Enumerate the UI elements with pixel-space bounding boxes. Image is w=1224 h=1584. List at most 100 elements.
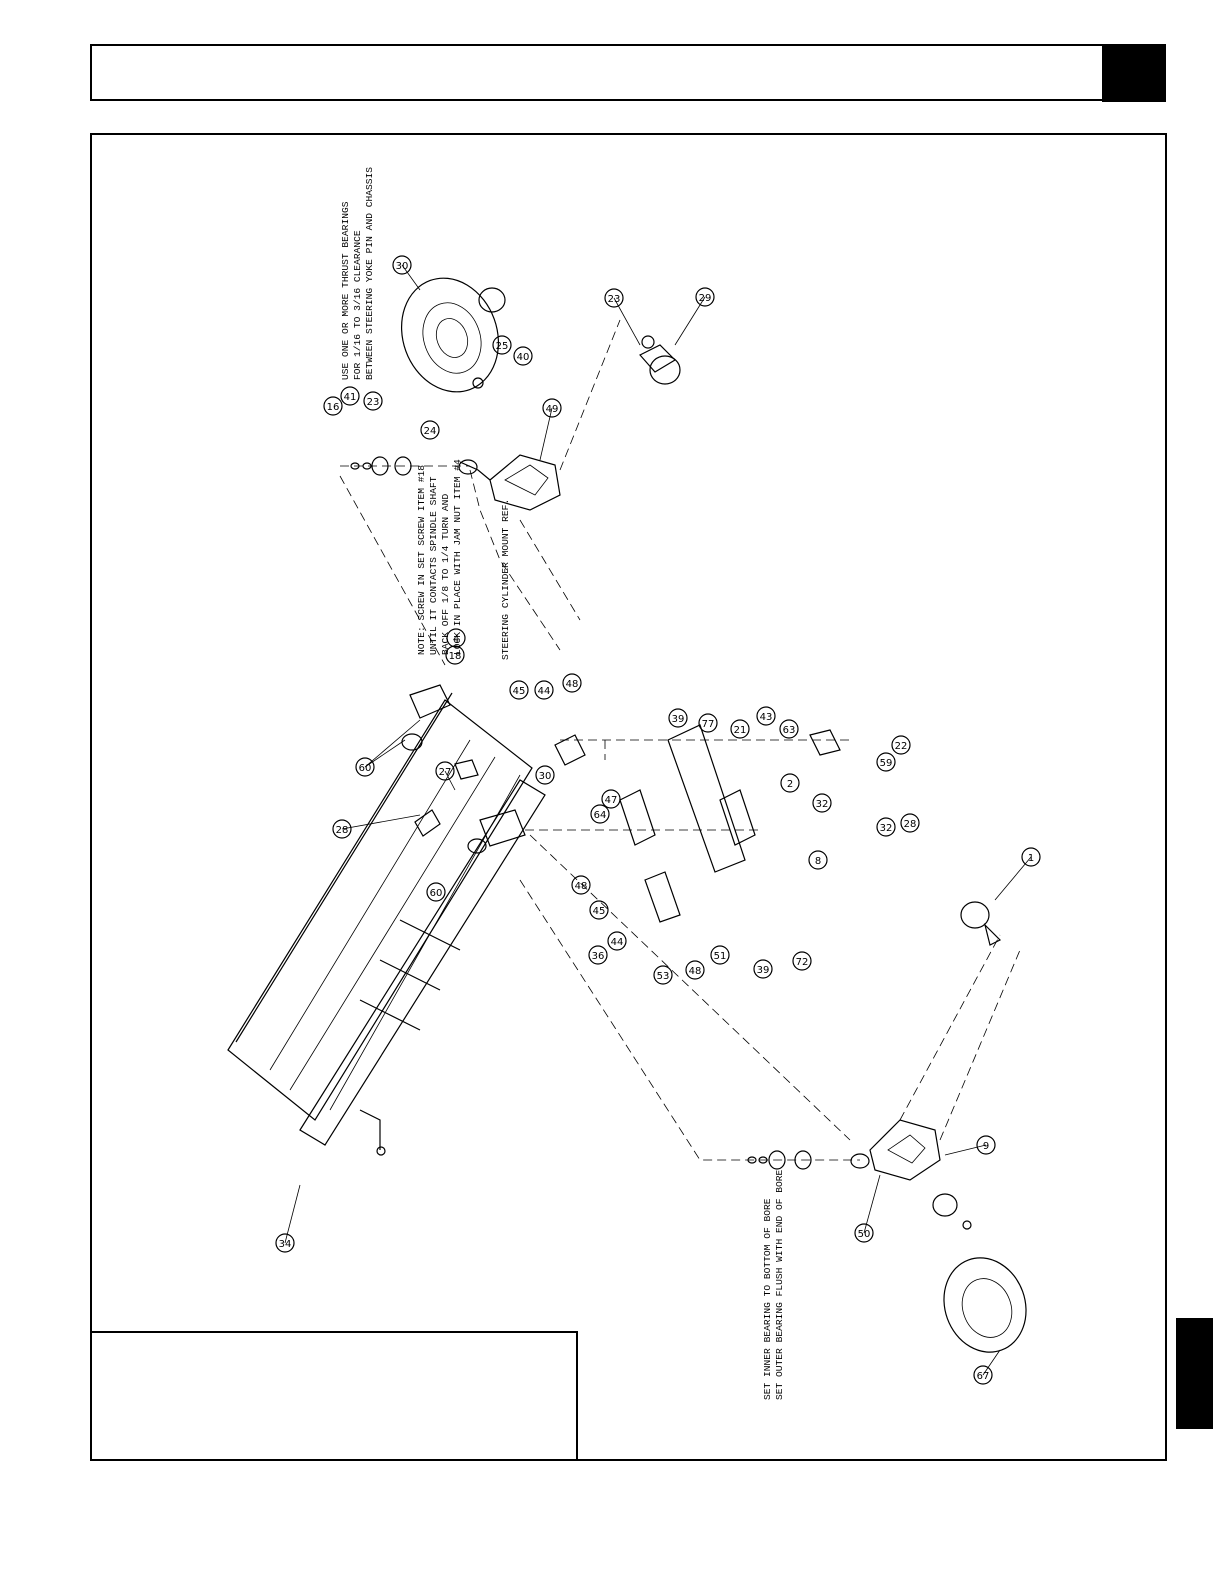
svg-text:36: 36: [592, 951, 605, 962]
svg-text:16: 16: [327, 402, 340, 413]
svg-text:29: 29: [699, 293, 712, 304]
callout-21: 21: [730, 719, 750, 739]
callout-4: 4: [446, 628, 466, 648]
svg-text:60: 60: [359, 763, 372, 774]
callout-48c: 48: [685, 960, 705, 980]
svg-text:USE ONE OR MORE THRUST BEARING: USE ONE OR MORE THRUST BEARINGS: [340, 201, 351, 380]
svg-text:60: 60: [430, 888, 443, 899]
svg-text:53: 53: [657, 971, 670, 982]
svg-text:21: 21: [734, 725, 747, 736]
svg-text:18: 18: [449, 651, 462, 662]
svg-text:BETWEEN STEERING YOKE PIN AND: BETWEEN STEERING YOKE PIN AND CHASSIS: [364, 167, 375, 380]
callout-32b: 32: [876, 817, 896, 837]
svg-text:48: 48: [575, 881, 588, 892]
side-tab: [1176, 1318, 1213, 1429]
callout-balloons: 30 16 41 23 24 25 40 49 23 29 18 4 45 44…: [275, 255, 1041, 1385]
callout-8: 8: [808, 850, 828, 870]
svg-text:45: 45: [593, 906, 606, 917]
callout-39: 39: [668, 708, 688, 728]
svg-text:27: 27: [439, 767, 452, 778]
callout-48b: 48: [571, 875, 591, 895]
callout-32: 32: [812, 793, 832, 813]
callout-28b: 28: [900, 813, 920, 833]
callout-40: 40: [513, 346, 533, 366]
callout-28: 28: [332, 819, 352, 839]
bottom-steering-yoke: [850, 1119, 941, 1181]
svg-text:39: 39: [757, 965, 770, 976]
callout-30b: 30: [535, 765, 555, 785]
svg-text:24: 24: [424, 426, 437, 437]
legend-box: [90, 1331, 578, 1461]
svg-text:72: 72: [796, 957, 809, 968]
svg-text:28: 28: [336, 825, 349, 836]
svg-text:4: 4: [453, 634, 459, 645]
svg-text:28: 28: [904, 819, 917, 830]
svg-text:NOTE: SCREW IN SET SCREW ITEM: NOTE: SCREW IN SET SCREW ITEM #18: [416, 465, 427, 655]
svg-text:STEERING CYLINDER MOUNT REF.: STEERING CYLINDER MOUNT REF.: [500, 499, 511, 660]
callout-30: 30: [392, 255, 412, 275]
svg-text:40: 40: [517, 352, 530, 363]
callout-72: 72: [792, 951, 812, 971]
callout-67: 67: [973, 1365, 993, 1385]
callout-50: 50: [854, 1223, 874, 1243]
callout-2: 2: [780, 773, 800, 793]
callout-34: 34: [275, 1233, 295, 1253]
callout-60: 60: [355, 757, 375, 777]
callout-9: 9: [976, 1135, 996, 1155]
callout-27: 27: [435, 761, 455, 781]
section-tab: [1102, 44, 1166, 102]
svg-text:30: 30: [539, 771, 552, 782]
svg-text:39: 39: [672, 714, 685, 725]
svg-text:77: 77: [702, 719, 715, 730]
svg-text:44: 44: [611, 937, 624, 948]
svg-text:2: 2: [787, 779, 793, 790]
svg-text:SET OUTER BEARING FLUSH WITH E: SET OUTER BEARING FLUSH WITH END OF BORE: [774, 1169, 785, 1400]
note-thrust-bearings: USE ONE OR MORE THRUST BEARINGS FOR 1/16…: [340, 167, 375, 380]
callout-59: 59: [876, 752, 896, 772]
callout-36: 36: [588, 945, 608, 965]
svg-text:63: 63: [783, 725, 796, 736]
svg-text:48: 48: [689, 966, 702, 977]
svg-text:UNTIL IT CONTACTS SPINDLE SHAF: UNTIL IT CONTACTS SPINDLE SHAFT: [428, 476, 439, 655]
svg-text:1: 1: [1028, 853, 1034, 864]
svg-text:LOCK IN PLACE WITH JAM NUT ITE: LOCK IN PLACE WITH JAM NUT ITEM #4: [452, 459, 463, 655]
svg-text:22: 22: [895, 741, 908, 752]
leader-lines: [284, 264, 1032, 1376]
assembly-lines: [339, 319, 1021, 1161]
svg-text:50: 50: [858, 1229, 871, 1240]
svg-text:41: 41: [344, 392, 357, 403]
chassis-frame: [227, 684, 546, 1156]
top-steering-yoke: [458, 454, 561, 511]
bottom-motor: [960, 901, 1002, 946]
callout-23b: 23: [604, 288, 624, 308]
callout-48: 48: [562, 673, 582, 693]
callout-18: 18: [445, 645, 465, 665]
svg-text:44: 44: [538, 686, 551, 697]
svg-text:45: 45: [513, 686, 526, 697]
callout-77: 77: [698, 713, 718, 733]
svg-text:8: 8: [815, 856, 821, 867]
svg-text:34: 34: [279, 1239, 292, 1250]
svg-text:48: 48: [566, 679, 579, 690]
callout-45: 45: [509, 680, 529, 700]
callout-45b: 45: [589, 900, 609, 920]
callout-64: 64: [590, 804, 610, 824]
callout-24: 24: [420, 420, 440, 440]
svg-text:BACK OFF 1/8 TO 1/4 TURN AND: BACK OFF 1/8 TO 1/4 TURN AND: [440, 494, 451, 655]
svg-text:59: 59: [880, 758, 893, 769]
svg-text:SET INNER BEARING TO BOTTOM OF: SET INNER BEARING TO BOTTOM OF BORE: [762, 1198, 773, 1400]
callout-39b: 39: [753, 959, 773, 979]
callout-51: 51: [710, 945, 730, 965]
callout-63: 63: [779, 719, 799, 739]
svg-text:FOR 1/16 TO 3/16 CLEARANCE: FOR 1/16 TO 3/16 CLEARANCE: [352, 230, 363, 380]
callout-43: 43: [756, 706, 776, 726]
svg-text:67: 67: [977, 1371, 990, 1382]
callout-16: 16: [323, 396, 343, 416]
top-motor: [639, 335, 681, 385]
svg-text:64: 64: [594, 810, 607, 821]
svg-text:25: 25: [496, 341, 509, 352]
callout-23: 23: [363, 391, 383, 411]
mid-mounting-plates: [554, 724, 841, 923]
svg-text:9: 9: [983, 1141, 989, 1152]
